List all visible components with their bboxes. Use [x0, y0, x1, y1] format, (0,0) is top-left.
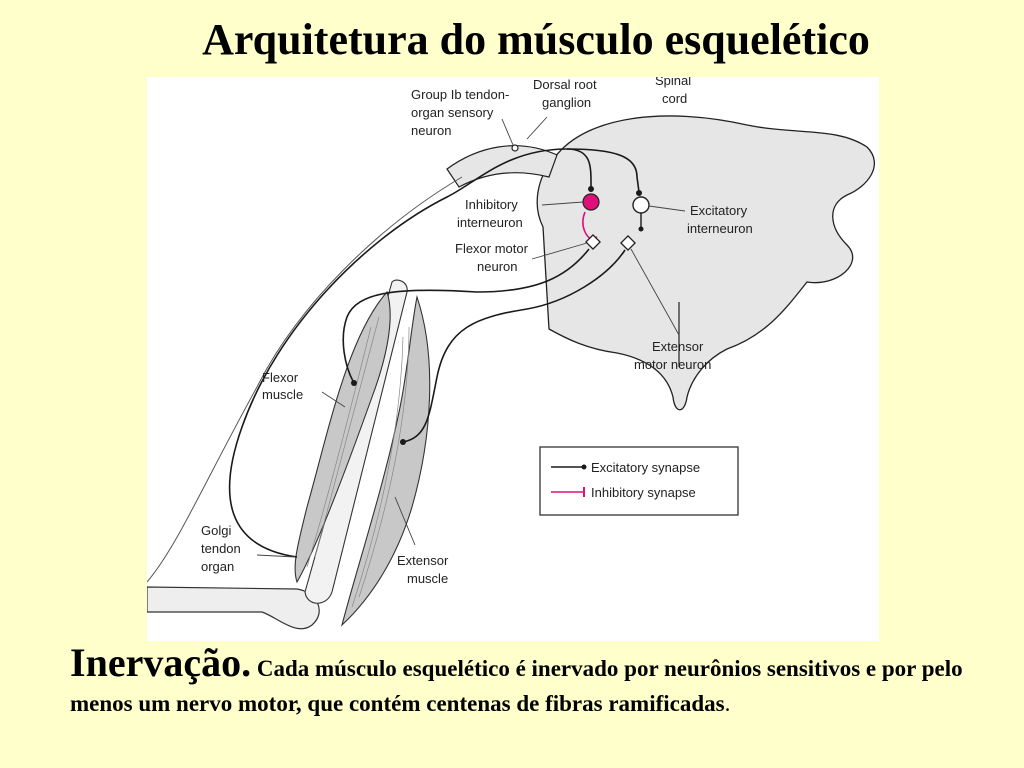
label-group-ib-2: organ sensory	[411, 105, 494, 120]
label-golgi-2: tendon	[201, 541, 241, 556]
excitatory-synapse-dot	[588, 186, 594, 192]
label-excit-2: interneuron	[687, 221, 753, 236]
label-spinal: Spinal	[655, 77, 691, 88]
label-flexmus-2: muscle	[262, 387, 303, 402]
svg-text:Group Ib tendon-: Group Ib tendon-	[411, 87, 509, 102]
reflex-diagram: Group Ib tendon- organ sensory neuron Do…	[147, 77, 879, 641]
label-drg-2: ganglion	[542, 95, 591, 110]
legend-inhibitory-label: Inhibitory synapse	[591, 485, 696, 500]
svg-text:Excitatory: Excitatory	[690, 203, 748, 218]
label-extmus: Extensor	[397, 553, 449, 568]
caption-text: Cada músculo esquelético é inervado por …	[70, 656, 963, 716]
reflex-diagram-svg: Group Ib tendon- organ sensory neuron Do…	[147, 77, 875, 630]
muscle-striations	[306, 316, 410, 608]
svg-text:muscle: muscle	[262, 387, 303, 402]
label-extmus-2: muscle	[407, 571, 448, 586]
spinal-cord	[536, 115, 875, 411]
label-golgi: Golgi	[201, 523, 231, 538]
svg-text:Spinal: Spinal	[655, 77, 691, 88]
svg-text:ganglion: ganglion	[542, 95, 591, 110]
leader-lines	[256, 116, 686, 558]
ib-sensory-fiber	[228, 148, 592, 558]
svg-text:neuron: neuron	[477, 259, 517, 274]
excitatory-synapse-dot	[638, 226, 644, 232]
svg-text:muscle: muscle	[407, 571, 448, 586]
svg-text:organ: organ	[201, 559, 234, 574]
svg-text:neuron: neuron	[411, 123, 451, 138]
svg-text:interneuron: interneuron	[457, 215, 523, 230]
svg-text:Inhibitory: Inhibitory	[465, 197, 518, 212]
label-flexmus: Flexor	[262, 370, 299, 385]
label-group-ib: Group Ib tendon-	[411, 87, 509, 102]
label-group-ib-3: neuron	[411, 123, 451, 138]
svg-text:cord: cord	[662, 91, 687, 106]
label-extmot-2: motor neuron	[634, 357, 711, 372]
svg-text:tendon: tendon	[201, 541, 241, 556]
svg-text:Dorsal root: Dorsal root	[533, 77, 597, 92]
label-flexmot: Flexor motor	[455, 241, 529, 256]
extensor-motor-axon	[402, 249, 626, 443]
legend-excit-dot	[581, 464, 587, 470]
nerve-trunk	[147, 176, 463, 583]
svg-text:Extensor: Extensor	[652, 339, 704, 354]
label-flexmot-2: neuron	[477, 259, 517, 274]
excitatory-synapse-dot	[636, 190, 642, 196]
svg-text:Flexor: Flexor	[262, 370, 299, 385]
svg-text:Excitatory synapse: Excitatory synapse	[591, 460, 700, 475]
inhibitory-interneuron	[582, 193, 600, 211]
extensor-motor-neuron	[620, 235, 636, 251]
label-inhib: Inhibitory	[465, 197, 518, 212]
legend-box	[539, 446, 739, 516]
caption: Inervação. Cada músculo esquelético é in…	[70, 643, 970, 721]
legend-excitatory-label: Excitatory synapse	[591, 460, 700, 475]
svg-text:Extensor: Extensor	[397, 553, 449, 568]
label-inhib-2: interneuron	[457, 215, 523, 230]
caption-lead: Inervação.	[70, 640, 252, 685]
svg-text:organ sensory: organ sensory	[411, 105, 494, 120]
label-drg: Dorsal root	[533, 77, 597, 92]
ib-branch-excit	[566, 148, 640, 193]
svg-text:Golgi: Golgi	[201, 523, 231, 538]
flexor-motor-neuron	[585, 234, 601, 250]
legend: Excitatory synapse Inhibitory synapse	[539, 446, 739, 516]
label-extmot: Extensor	[652, 339, 704, 354]
flexor-motor-axon	[342, 248, 590, 384]
label-golgi-3: organ	[201, 559, 234, 574]
ganglion-cell-body	[511, 144, 519, 152]
svg-text:Inhibitory synapse: Inhibitory synapse	[591, 485, 696, 500]
caption-period: .	[724, 691, 731, 716]
svg-text:interneuron: interneuron	[687, 221, 753, 236]
extensor-muscle-shape	[340, 294, 431, 627]
limb-bone	[147, 586, 320, 630]
svg-text:Flexor motor: Flexor motor	[455, 241, 529, 256]
label-excit: Excitatory	[690, 203, 748, 218]
slide-title: Arquitetura do músculo esquelético	[202, 15, 870, 64]
excitatory-interneuron	[632, 196, 650, 214]
nmj-extensor	[400, 439, 406, 445]
svg-text:motor neuron: motor neuron	[634, 357, 711, 372]
dorsal-root	[446, 145, 558, 188]
label-spinal-2: cord	[662, 91, 687, 106]
nmj-flexor	[351, 380, 357, 386]
